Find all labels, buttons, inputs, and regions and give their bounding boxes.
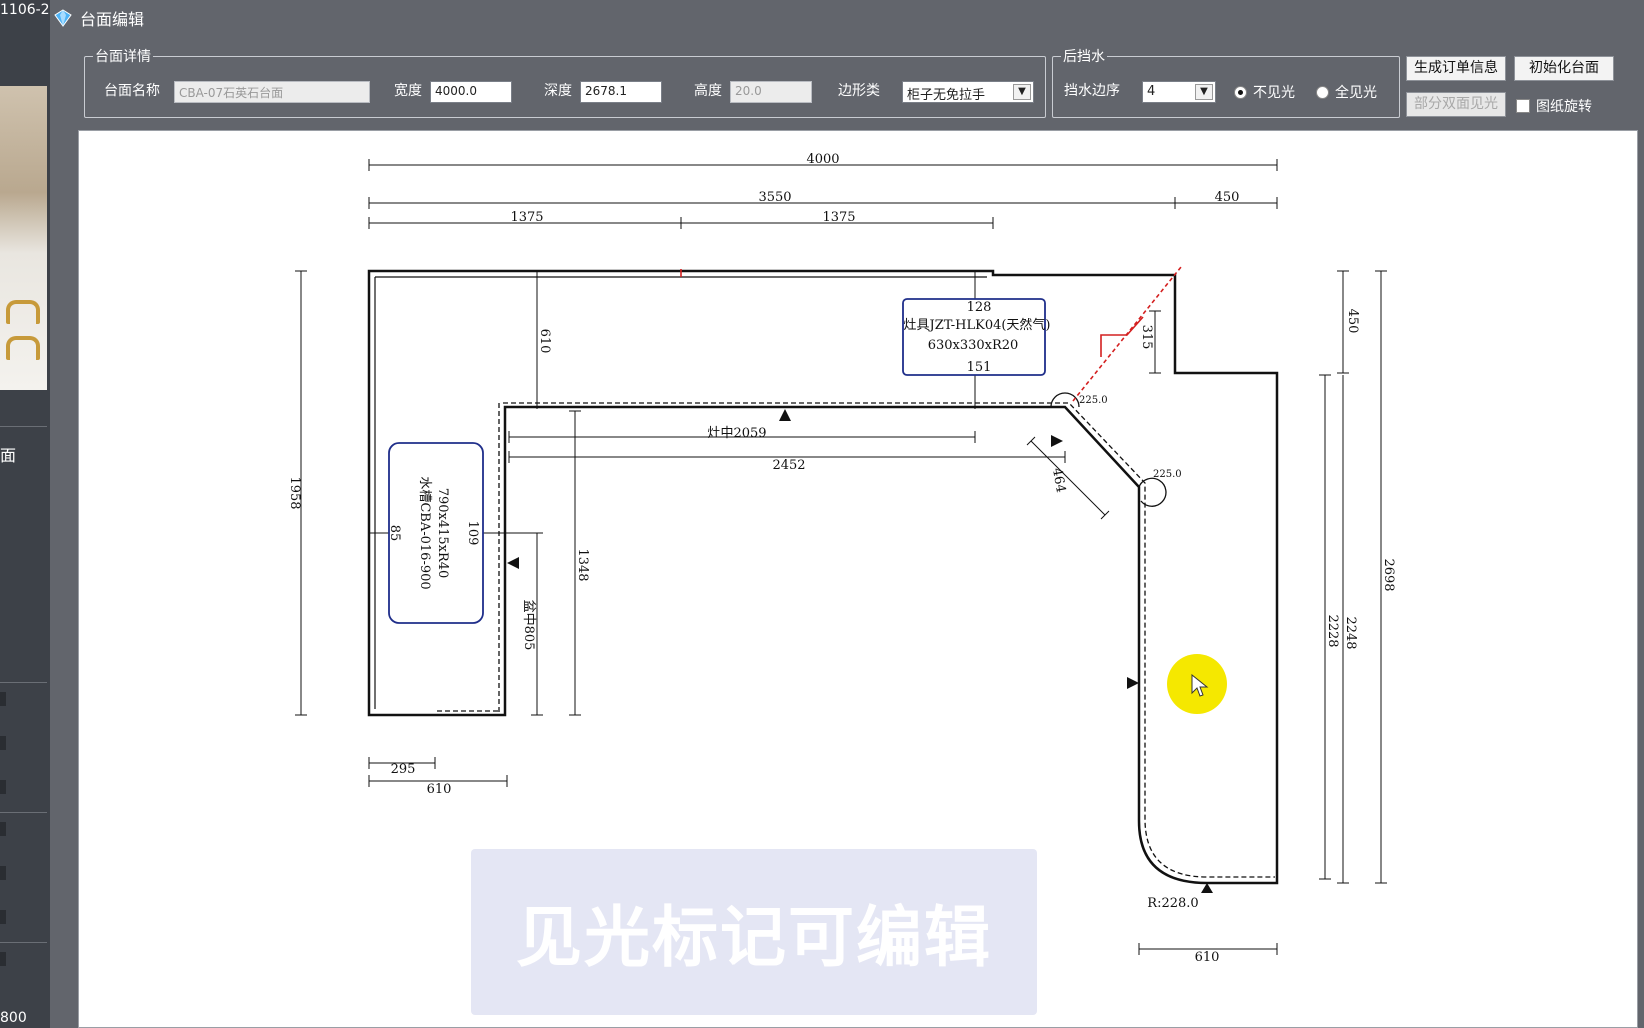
dim-1348: 1348 [575,548,590,581]
left-side-panel: 1106-2 面 800 [0,0,50,1028]
handle-icon [6,300,40,324]
dim-2228: 2228 [1325,614,1340,647]
pointer-icon [1191,674,1209,697]
countertop-edit-window: 台面编辑 台面详情 台面名称 CBA-07石英石台面 宽度 4000.0 深度 … [50,0,1644,1028]
left-face-label: 面 [0,446,17,465]
basin-center: 盆中805 [521,600,536,651]
edge-type-value: 柜子无免拉手 [907,88,986,103]
drawing-canvas[interactable]: 4000 3550 450 1375 1375 灶中2059 2452 128 … [78,130,1638,1028]
dim-610-inner: 610 [537,329,552,354]
left-bottom-value: 800 [0,1010,27,1026]
edge-type-select[interactable]: 柜子无免拉手 ▼ [902,81,1034,103]
rotate-drawing-label: 图纸旋转 [1536,99,1592,115]
backsplash-order-label: 挡水边序 [1064,83,1120,99]
left-code: 1106-2 [0,2,50,18]
height-field[interactable]: 20.0 [730,81,812,103]
generate-order-button[interactable]: 生成订单信息 [1406,56,1506,81]
backsplash-order-value: 4 [1147,84,1156,99]
divider [0,682,47,683]
checkbox-icon[interactable] [1516,99,1530,113]
width-field[interactable]: 4000.0 [430,81,512,103]
angle-2: 225.0 [1153,469,1182,480]
window-title: 台面编辑 [80,10,145,29]
dim-85: 85 [387,525,402,542]
radio-visible[interactable]: 全见光 [1316,82,1377,102]
dim-450-right: 450 [1345,309,1360,334]
list-marker [0,736,6,750]
countertop-drawing[interactable]: 4000 3550 450 1375 1375 灶中2059 2452 128 … [79,131,1639,1028]
dim-1375-a: 1375 [510,210,543,225]
dim-2248: 2248 [1343,616,1358,649]
backsplash-order-select[interactable]: 4 ▼ [1142,81,1216,103]
title-bar: 台面编辑 [50,0,1644,36]
list-marker [0,866,6,880]
init-countertop-button[interactable]: 初始化台面 [1514,56,1614,81]
dim-610-bottom: 610 [427,782,452,797]
partial-double-visible-button[interactable]: 部分双面见光 [1406,92,1506,117]
dim-450-top: 450 [1215,190,1240,205]
list-marker [0,822,6,836]
depth-field[interactable]: 2678.1 [580,81,662,103]
dim-2452: 2452 [772,458,805,473]
dim-464: 464 [1049,467,1068,494]
cursor-highlight [1167,654,1227,714]
list-marker [0,910,6,924]
radio-invisible-label: 不见光 [1253,85,1295,101]
dim-3550: 3550 [758,190,791,205]
stove-model: 灶具JZT-HLK04(天然气) [904,317,1051,333]
list-marker [0,780,6,794]
name-label: 台面名称 [104,83,160,99]
edge-type-label: 边形类 [838,83,880,99]
watermark-banner: 见光标记可编辑 [471,849,1037,1015]
divider [0,812,47,813]
dim-2698: 2698 [1381,558,1396,591]
backsplash-group: 后挡水 [1052,46,1400,118]
sink-model: 水槽CBA-016-900 [417,476,432,589]
stove-151: 151 [967,360,992,375]
handle-icon [6,336,40,360]
dim-610-right: 610 [1195,950,1220,965]
cabinet-thumbnail[interactable] [0,86,47,390]
rotate-drawing-checkbox[interactable]: 图纸旋转 [1516,96,1592,116]
radius-label: R:228.0 [1147,896,1198,911]
dim-1375-b: 1375 [822,210,855,225]
dim-109: 109 [465,521,480,546]
radio-visible-label: 全见光 [1335,85,1377,101]
list-marker [0,692,6,706]
chevron-down-icon[interactable]: ▼ [1195,84,1213,100]
height-label: 高度 [694,83,722,99]
sink-size: 790x415xR40 [435,488,450,579]
stove-size: 630x330xR20 [928,338,1019,353]
width-label: 宽度 [394,83,422,99]
dim-315: 315 [1139,325,1154,350]
divider [0,426,47,427]
details-group: 台面详情 [84,46,1046,118]
radio-selected-icon[interactable] [1234,85,1247,99]
dim-4000: 4000 [806,152,839,167]
dim-295: 295 [391,762,416,777]
dim-1958: 1958 [287,476,302,509]
depth-label: 深度 [544,83,572,99]
backsplash-legend: 后挡水 [1063,49,1105,65]
stove-128: 128 [967,300,992,315]
list-marker [0,952,6,966]
radio-empty-icon[interactable] [1316,85,1329,99]
app-icon [54,9,72,27]
name-field[interactable]: CBA-07石英石台面 [174,81,370,103]
divider [0,942,47,943]
stove-center: 灶中2059 [707,426,766,441]
radio-invisible[interactable]: 不见光 [1234,82,1295,102]
angle-1: 225.0 [1079,395,1108,406]
details-legend: 台面详情 [95,49,151,65]
chevron-down-icon[interactable]: ▼ [1013,84,1031,100]
